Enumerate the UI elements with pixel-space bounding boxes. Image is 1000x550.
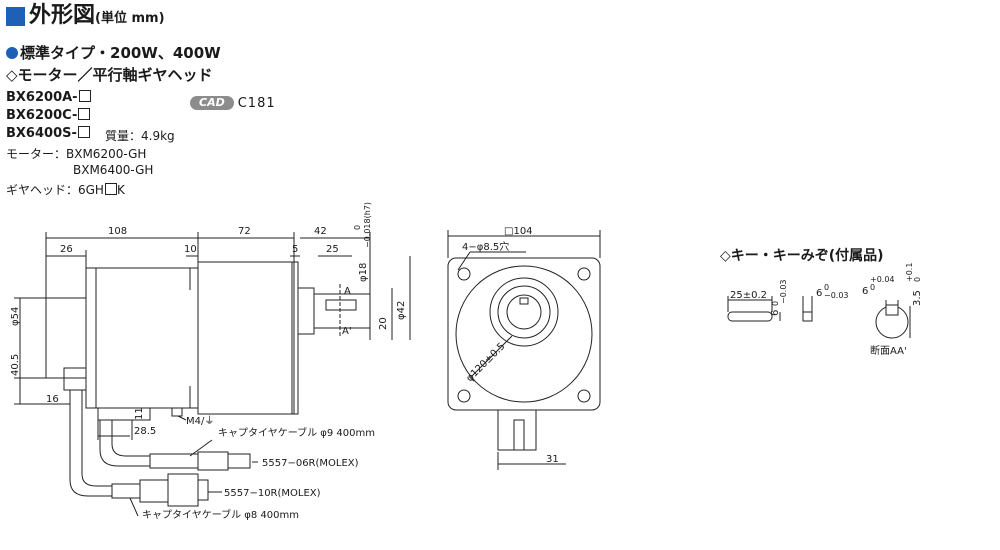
- motor-label-2: BXM6400-GH: [73, 163, 154, 177]
- section-a: A: [344, 286, 351, 297]
- dim-40-5: 40.5: [10, 354, 21, 376]
- groove-width: 6: [862, 286, 868, 297]
- connector-2-label: 5557−10R(MOLEX): [224, 488, 321, 499]
- square-104-value: 104: [513, 226, 532, 237]
- dim-54-value: 54: [10, 307, 21, 320]
- model-1-text: BX6200A-: [6, 90, 78, 105]
- groove-tol-top: +0.04: [870, 275, 895, 284]
- blank-square-icon: [104, 183, 117, 195]
- dim-54: φ54: [10, 307, 21, 326]
- motor-pilot: [45, 297, 87, 379]
- key-height-tol: 0: [771, 301, 780, 306]
- section-label: 断面AA': [870, 344, 907, 357]
- key-length: 25±0.2: [730, 290, 767, 301]
- gearhead-body: [197, 261, 295, 415]
- gear-label-suffix: K: [116, 183, 125, 197]
- holes-label: 4−φ8.5穴: [462, 240, 509, 253]
- spec-variant: ◇モーター／平行軸ギヤヘッド: [6, 66, 213, 84]
- flange-square: [447, 257, 601, 411]
- dim-5: 5: [292, 244, 298, 255]
- model-1: BX6200A-: [6, 90, 91, 105]
- motor-body: [85, 267, 199, 409]
- dim-42: 42: [314, 226, 327, 237]
- unit-label: (単位 mm): [95, 11, 165, 26]
- slot-tol-low: −0.03: [824, 291, 849, 300]
- shaft-dia: φ18: [358, 263, 369, 282]
- dim-72: 72: [238, 226, 251, 237]
- dim-16: 16: [46, 394, 59, 405]
- key-width-tol: −0.03: [779, 279, 788, 304]
- key-section: [802, 311, 813, 322]
- dim-10: 10: [184, 244, 197, 255]
- title-marker: [6, 7, 25, 26]
- groove-depth-tol-top: +0.1: [905, 263, 914, 282]
- blank-square-icon: [78, 90, 91, 102]
- blank-square-icon: [78, 108, 91, 120]
- key-width: 6: [770, 310, 781, 316]
- slot-width: 6: [816, 288, 822, 299]
- groove-depth-tol-low: 0: [913, 277, 922, 282]
- pcd-label: φ120±0.5: [464, 341, 507, 384]
- key-title: ◇キー・キーみぞ(付属品): [720, 247, 884, 264]
- side-view: [14, 232, 411, 517]
- shaft-tol-low: −0.018(h7): [363, 202, 372, 248]
- title-text: 外形図: [29, 3, 96, 28]
- bullet-dot-icon: [6, 47, 18, 59]
- gear-label: ギヤヘッド：6GH K: [6, 181, 125, 198]
- gear-label-text: ギヤヘッド：6GH: [6, 183, 104, 197]
- square-104: □104: [504, 226, 533, 237]
- motor-label: モーター：BXM6200-GH: [6, 147, 147, 161]
- model-2: BX6200C-: [6, 108, 91, 123]
- dim-25: 25: [326, 244, 339, 255]
- spec-type: 標準タイプ・200W、400W: [6, 42, 221, 63]
- model-3: BX6400S-: [6, 126, 90, 141]
- dim-26: 26: [60, 244, 73, 255]
- key-part: [727, 311, 773, 322]
- cable-1-label: キャプタイヤケーブル φ9 400mm: [218, 426, 375, 439]
- page-title: 外形図(単位 mm): [29, 3, 165, 32]
- dim-20: 20: [378, 317, 389, 330]
- front-view: [447, 230, 601, 470]
- cad-badge: CAD: [190, 96, 234, 110]
- section-a-prime: A': [342, 326, 352, 337]
- connector-1-label: 5557−06R(MOLEX): [262, 458, 359, 469]
- slot-tol-top: 0: [824, 283, 829, 292]
- shaft-tol-top: 0: [353, 225, 362, 230]
- dim-11: 11: [134, 407, 145, 420]
- output-shaft: [313, 293, 371, 329]
- spec-type-text: 標準タイプ・200W、400W: [20, 44, 221, 62]
- groove-tol-low: 0: [870, 283, 875, 292]
- blank-square-icon: [77, 126, 90, 138]
- model-2-text: BX6200C-: [6, 108, 78, 123]
- groove-depth: 3.5: [912, 290, 923, 306]
- dim-28-5: 28.5: [134, 426, 156, 437]
- dim-108: 108: [108, 226, 127, 237]
- model-3-text: BX6400S-: [6, 126, 77, 141]
- cable-2-label: キャプタイヤケーブル φ8 400mm: [142, 508, 299, 521]
- ground-screw: M4/⏚: [186, 415, 214, 427]
- dim-42-v-value: 42: [396, 301, 407, 314]
- key-drawing: [727, 296, 911, 339]
- cad-code: C181: [237, 96, 276, 111]
- dim-42-v: φ42: [396, 301, 407, 320]
- mass-label: 質量：4.9kg: [105, 129, 175, 143]
- dim-31: 31: [546, 454, 559, 465]
- pilot-circle: [455, 265, 593, 403]
